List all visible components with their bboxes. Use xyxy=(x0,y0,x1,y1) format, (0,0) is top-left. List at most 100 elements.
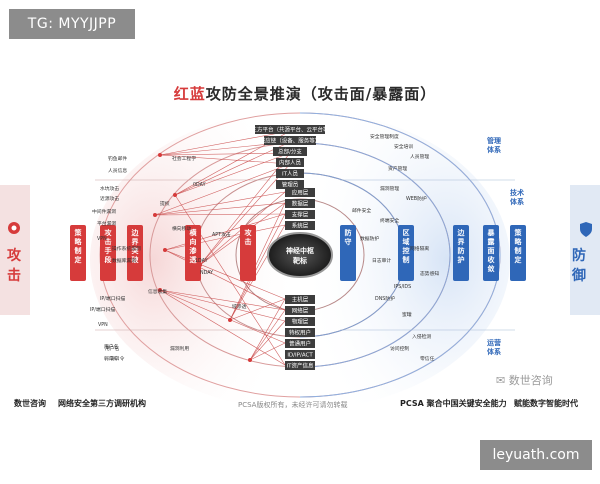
shield-icon xyxy=(580,222,592,237)
ring-2-right xyxy=(299,142,451,368)
defense-column-label: 边界防护 xyxy=(457,228,466,264)
stack-box-bg xyxy=(285,306,315,315)
attack-item: 用户名 xyxy=(105,345,120,352)
defense-char: 防御 xyxy=(572,248,586,284)
attack-path-line xyxy=(159,289,286,366)
attack-column-label: 边界突破 xyxy=(131,228,140,264)
footer-brand: 数世咨询 xyxy=(14,399,46,408)
defense-column-box xyxy=(340,225,356,281)
stack-box: IT资产信息 xyxy=(285,361,315,370)
attack-node xyxy=(173,193,177,197)
defense-item: WEB防护 xyxy=(406,195,427,202)
attack-path-line xyxy=(159,289,286,322)
stack-box-bg xyxy=(276,158,304,167)
stack-box-label: 系统层 xyxy=(292,222,309,230)
stack-box-bg xyxy=(285,210,315,219)
attack-column: 策略制定 xyxy=(70,225,86,281)
attack-column-label: 策略制定 xyxy=(74,228,83,264)
defense-item: 人员管理 xyxy=(410,153,429,160)
defense-item: 零信任 xyxy=(420,355,435,362)
attack-column: 攻击 xyxy=(240,225,256,281)
stack-box-bg xyxy=(285,221,315,230)
stack-box-bg xyxy=(285,295,315,304)
telegram-tag: TG: MYYJJPP xyxy=(9,9,135,39)
ring-label: 社会工程学 xyxy=(172,155,196,162)
stack-box: ID/IP/ACT xyxy=(285,350,315,359)
attack-path-line xyxy=(249,309,286,361)
ring-label: 0DAY xyxy=(193,182,206,188)
stack-box: 总部/分支 xyxy=(273,147,307,156)
stack-box-bg xyxy=(276,180,304,189)
stack-box-bg xyxy=(285,328,315,337)
attack-path-line xyxy=(199,163,291,266)
footer-tagline: 网络安全第三方调研机构 xyxy=(58,399,146,408)
attack-node xyxy=(153,213,157,217)
tech-system-label: 技术体系 xyxy=(510,188,524,206)
attack-item: 钓鱼邮件 xyxy=(108,155,127,162)
stack-box-bg xyxy=(285,317,315,326)
core-target xyxy=(267,232,333,278)
attack-item: VPN xyxy=(97,236,107,242)
ring-label: 提权 xyxy=(160,200,170,207)
attack-item: 平台漏洞 xyxy=(97,220,116,227)
defense-item: 资产管理 xyxy=(388,165,407,172)
defense-column: 区域控制 xyxy=(398,225,414,281)
defense-column: 暴露面收敛 xyxy=(483,225,499,281)
attack-banner xyxy=(0,185,30,315)
stack-box-label: 物理层 xyxy=(292,318,309,326)
stack-box-label: 普通用户 xyxy=(289,340,311,348)
attack-node xyxy=(163,248,167,252)
defense-item: 漏洞管理 xyxy=(380,185,399,192)
stack-box-bg xyxy=(273,147,307,156)
defense-column-label: 暴露面收敛 xyxy=(487,228,496,273)
center-stack: 第三方平台（共源平台、云平台等）供应链（设备、服务等）总部/分支内部人员IT人员… xyxy=(246,125,334,370)
stack-box: 支撑层 xyxy=(285,210,315,219)
stack-box-label: 内部人员 xyxy=(279,159,302,167)
attack-outer-item: 用户名 xyxy=(104,343,119,350)
attack-char: 攻击 xyxy=(7,248,21,284)
attack-node xyxy=(228,318,232,322)
attack-path-line xyxy=(174,141,291,196)
mgmt-system-label: 管理体系 xyxy=(487,136,501,154)
footer-copyright: PCSA版权所有，未经许可请勿转载 xyxy=(238,401,348,409)
defense-column: 防守 xyxy=(340,225,356,281)
defense-columns: 防守 区域控制 边界防护 暴露面收敛 策略制定 xyxy=(340,225,526,281)
attack-column-label: 横向渗透 xyxy=(190,228,198,264)
attack-item: IP/端口扫描 xyxy=(100,295,125,302)
stack-box-bg xyxy=(255,125,325,134)
defense-banner xyxy=(570,185,600,315)
ring-label: 信息收集 xyxy=(148,288,167,295)
stack-box-label: ID/IP/ACT xyxy=(287,353,313,359)
attack-item-texts: 钓鱼邮件人员信息水坑攻击近源攻击中间件漏洞平台漏洞VPNIP/端口扫描操作系统漏… xyxy=(90,155,141,362)
page-title: 红蓝攻防全景推演（攻击面/暴露面） xyxy=(170,83,440,105)
attack-path-line xyxy=(159,152,291,156)
attack-column-box xyxy=(127,225,143,281)
ops-system-label: 运营体系 xyxy=(487,338,501,356)
attack-path-line xyxy=(249,320,286,361)
wechat-logo-text: ✉ 数世咨询 xyxy=(496,372,553,388)
attack-outer-item: 弱口令 xyxy=(104,355,119,362)
attack-path-line xyxy=(159,154,291,165)
attack-side-label: 攻击 xyxy=(7,245,21,285)
defense-item: 数据防护 xyxy=(360,235,379,242)
defense-column: 策略制定 xyxy=(510,225,526,281)
stack-box-label: 应用层 xyxy=(292,189,309,197)
stack-box: 供应链（设备、服务等） xyxy=(260,136,320,145)
ring-label: NDAY xyxy=(200,270,213,276)
core-label-2: 靶标 xyxy=(293,256,307,265)
core-label-1: 神经中枢 xyxy=(286,246,314,255)
defense-item-texts: 安全管理制度安全培训人员管理资产管理漏洞管理WEB防护邮件安全终端安全数据防护网… xyxy=(352,133,439,362)
stack-box-label: 数据层 xyxy=(292,200,309,208)
defense-item: 安全培训 xyxy=(394,143,413,150)
wechat-account-name: 数世咨询 xyxy=(508,374,553,387)
ring-label: 漏洞利用 xyxy=(170,345,189,352)
stack-box-label: 网络层 xyxy=(292,307,309,315)
stack-box: IT人员 xyxy=(276,169,304,178)
stack-box-label: IT资产信息 xyxy=(287,362,314,370)
attack-path-line xyxy=(154,202,286,216)
attack-icon-inner xyxy=(11,225,17,231)
title-rest: 攻防全景推演（攻击面/暴露面） xyxy=(205,85,437,103)
defense-column-box xyxy=(453,225,469,281)
defense-item: 邮件安全 xyxy=(352,207,371,214)
